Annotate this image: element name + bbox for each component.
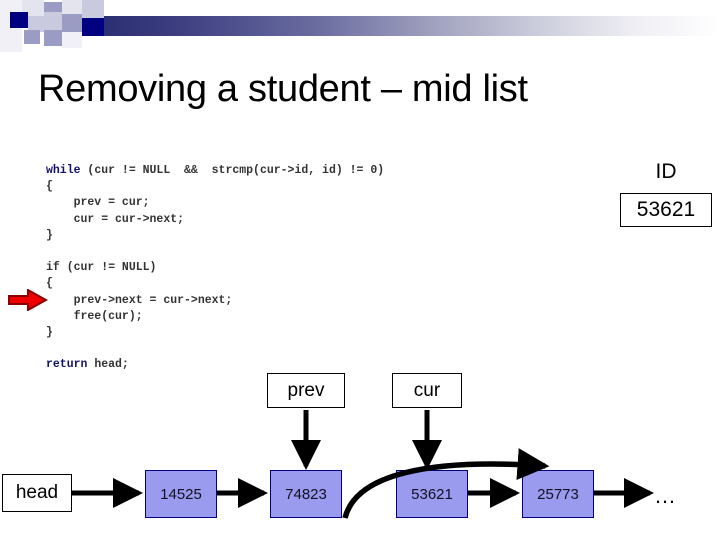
code-text: } bbox=[46, 228, 53, 242]
id-label: ID bbox=[655, 160, 677, 183]
header-square-navy bbox=[10, 12, 28, 28]
code-line: if (cur != NULL) bbox=[46, 260, 384, 276]
pointer-box-cur: cur bbox=[392, 373, 462, 408]
header-square-mid-3 bbox=[44, 30, 62, 46]
code-line: { bbox=[46, 276, 384, 292]
list-node: 74823 bbox=[270, 470, 342, 518]
header-square-mid-4 bbox=[62, 14, 82, 32]
pointer-box-prev: prev bbox=[267, 373, 345, 408]
code-text: prev = cur; bbox=[46, 196, 150, 210]
code-line: } bbox=[46, 228, 384, 244]
code-line: free(cur); bbox=[46, 309, 384, 325]
code-text: free(cur); bbox=[46, 309, 143, 323]
header-square-mid-1 bbox=[24, 30, 40, 44]
code-keyword: return bbox=[46, 358, 88, 372]
code-line: { bbox=[46, 179, 384, 195]
head-box: head bbox=[2, 474, 72, 512]
header-square-light-1 bbox=[28, 16, 44, 32]
code-line: return head; bbox=[46, 357, 384, 373]
header-square-light-3 bbox=[82, 0, 104, 18]
code-line bbox=[46, 244, 384, 260]
header-gradient-bar bbox=[100, 16, 720, 36]
red-right-arrow-icon bbox=[8, 288, 49, 312]
header-square-navy-2 bbox=[82, 18, 104, 36]
code-text: { bbox=[46, 277, 53, 291]
code-text: { bbox=[46, 180, 53, 194]
code-text: head; bbox=[87, 358, 129, 372]
header-square-light-2 bbox=[44, 12, 62, 30]
header-square-mid-2 bbox=[44, 2, 62, 12]
code-line: } bbox=[46, 325, 384, 341]
code-keyword: while bbox=[46, 164, 81, 177]
code-text: prev->next = cur->next; bbox=[46, 293, 233, 307]
page-title: Removing a student – mid list bbox=[38, 68, 528, 110]
code-line: prev = cur; bbox=[46, 195, 384, 211]
list-node: 53621 bbox=[396, 470, 468, 518]
code-block: while (cur != NULL && strcmp(cur->id, id… bbox=[46, 163, 384, 374]
code-text: (cur != NULL && strcmp(cur->id, id) != 0… bbox=[80, 164, 385, 177]
list-node: 14525 bbox=[145, 470, 217, 518]
header-banner bbox=[0, 0, 720, 52]
code-text: } bbox=[46, 326, 53, 340]
list-ellipsis: … bbox=[654, 483, 678, 508]
code-text: if (cur != NULL) bbox=[46, 261, 157, 275]
code-line: while (cur != NULL && strcmp(cur->id, id… bbox=[46, 163, 384, 179]
id-value-box: 53621 bbox=[620, 193, 712, 227]
code-line: prev->next = cur->next; bbox=[46, 293, 384, 309]
list-node: 25773 bbox=[522, 470, 594, 518]
header-square-pale-2 bbox=[62, 0, 82, 14]
header-square-faint-2 bbox=[62, 32, 82, 48]
code-line: cur = cur->next; bbox=[46, 212, 384, 228]
code-text: cur = cur->next; bbox=[46, 212, 185, 226]
code-line bbox=[46, 341, 384, 357]
